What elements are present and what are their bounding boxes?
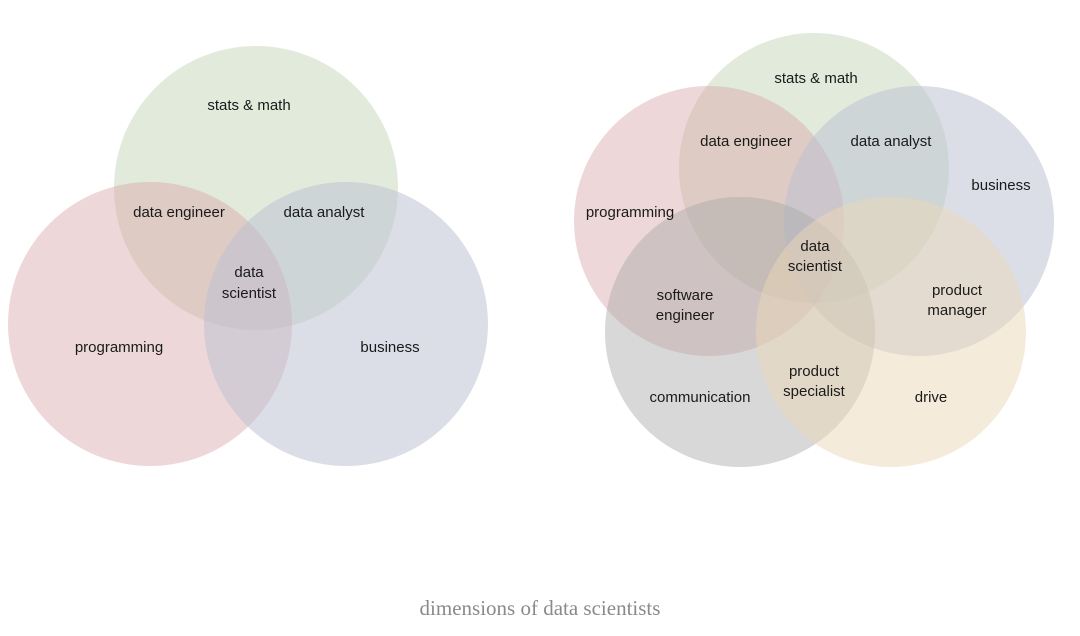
left-label-data-engineer: data engineer bbox=[133, 204, 225, 221]
right-label-data-engineer: data engineer bbox=[700, 133, 792, 150]
left-label-data-analyst: data analyst bbox=[284, 204, 366, 221]
right-label-product-specialist-line2: specialist bbox=[783, 383, 846, 400]
right-circle-drive bbox=[756, 197, 1026, 467]
right-label-product-manager-line1: product bbox=[932, 282, 983, 299]
right-label-data-analyst: data analyst bbox=[851, 133, 933, 150]
right-label-data-scientist-line1: data bbox=[800, 238, 830, 255]
left-label-business: business bbox=[360, 339, 419, 356]
right-venn-diagram: stats & math programming business commun… bbox=[574, 33, 1054, 467]
right-label-data-scientist-line2: scientist bbox=[788, 258, 843, 275]
right-label-software-engineer-line2: engineer bbox=[656, 307, 714, 324]
right-label-stats-math: stats & math bbox=[774, 70, 857, 87]
right-label-programming: programming bbox=[586, 204, 674, 221]
left-label-data-scientist-line2: scientist bbox=[222, 285, 277, 302]
left-label-data-scientist-line1: data bbox=[234, 264, 264, 281]
left-circle-business bbox=[204, 182, 488, 466]
left-venn-diagram: stats & math programming business data e… bbox=[8, 46, 488, 466]
left-label-programming: programming bbox=[75, 339, 163, 356]
right-label-product-manager-line2: manager bbox=[927, 302, 986, 319]
right-label-communication: communication bbox=[650, 389, 751, 406]
right-label-software-engineer-line1: software bbox=[657, 287, 714, 304]
right-label-drive: drive bbox=[915, 389, 948, 406]
left-circle-programming bbox=[8, 182, 292, 466]
figure-caption: dimensions of data scientists bbox=[419, 596, 661, 620]
right-label-product-specialist-line1: product bbox=[789, 363, 840, 380]
right-label-business: business bbox=[971, 177, 1030, 194]
left-label-stats-math: stats & math bbox=[207, 97, 290, 114]
